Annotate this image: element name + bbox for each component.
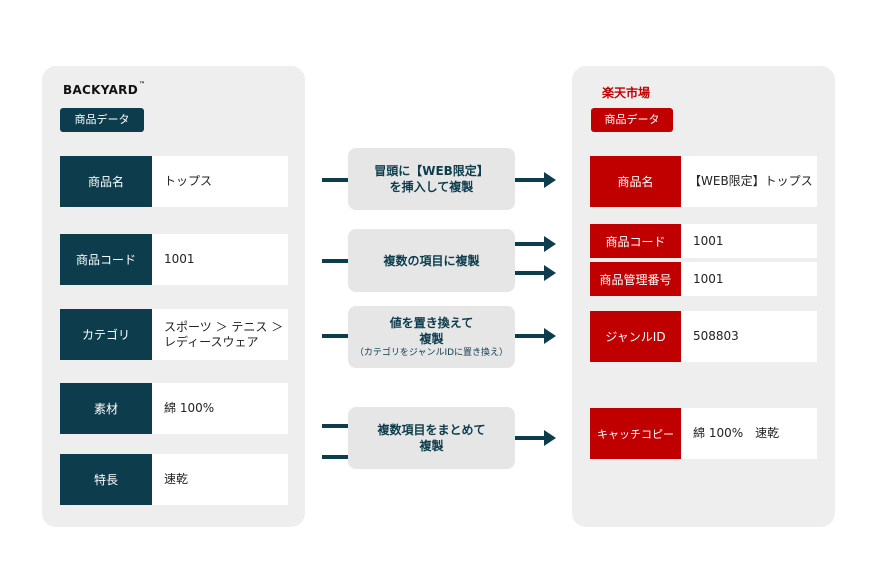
rule-line-1: 複数の項目に複製 (383, 253, 480, 268)
category-line-1: スポーツ ＞ テニス ＞ (164, 319, 284, 334)
left-row-product-name: 商品名 トップス (60, 156, 288, 207)
right-row-product-code: 商品コード 1001 (590, 224, 817, 258)
field-label: 商品名 (590, 156, 681, 207)
rule-line-2: を挿入して複製 (389, 180, 474, 194)
left-row-material: 素材 綿 100% (60, 383, 288, 434)
connector-line (322, 424, 348, 428)
rule-line-2: 複製 (419, 439, 444, 453)
connector-line (322, 455, 348, 459)
field-value: 508803 (681, 311, 817, 362)
field-value: 1001 (152, 234, 288, 285)
field-value: 綿 100% 速乾 (681, 408, 817, 459)
field-value: 速乾 (152, 454, 288, 505)
right-row-product-name: 商品名 【WEB限定】トップス (590, 156, 817, 207)
field-label: 商品名 (60, 156, 152, 207)
field-label: 商品コード (60, 234, 152, 285)
rakuten-logo: 楽天市場 (602, 86, 651, 100)
field-label: カテゴリ (60, 309, 152, 360)
left-row-product-code: 商品コード 1001 (60, 234, 288, 285)
rule-line-2: 複製 (419, 332, 444, 346)
left-row-feature: 特長 速乾 (60, 454, 288, 505)
right-product-data-badge: 商品データ (591, 108, 673, 132)
field-label: ジャンルID (590, 311, 681, 362)
category-line-2: レディースウェア (164, 334, 259, 349)
field-label: 特長 (60, 454, 152, 505)
connector-line (322, 259, 348, 263)
right-row-genre-id: ジャンルID 508803 (590, 311, 817, 362)
left-row-category: カテゴリ スポーツ ＞ テニス ＞ レディースウェア (60, 309, 288, 360)
backyard-panel (42, 66, 305, 527)
connector-line (322, 334, 348, 338)
left-product-data-badge: 商品データ (60, 108, 144, 132)
field-value: トップス (152, 156, 288, 207)
right-row-management-number: 商品管理番号 1001 (590, 262, 817, 296)
field-label: 商品管理番号 (590, 262, 681, 296)
field-value: 【WEB限定】トップス (681, 156, 817, 207)
connector-line (322, 178, 348, 182)
field-label: キャッチコピー (590, 408, 681, 459)
rule-line-1: 値を置き換えて (389, 316, 474, 330)
backyard-logo: BACKYARD™ (63, 81, 146, 97)
rule-copy-to-multiple: 複数の項目に複製 (348, 229, 515, 292)
field-value: 綿 100% (152, 383, 288, 434)
field-value: スポーツ ＞ テニス ＞ レディースウェア (152, 309, 288, 360)
rule-replace-value: 値を置き換えて 複製 （カテゴリをジャンルIDに置き換え） (348, 306, 515, 368)
right-row-catch-copy: キャッチコピー 綿 100% 速乾 (590, 408, 817, 459)
rule-note: （カテゴリをジャンルIDに置き換え） (354, 348, 509, 358)
field-value: 1001 (681, 262, 817, 296)
field-label: 商品コード (590, 224, 681, 258)
rule-line-1: 冒頭に【WEB限定】 (374, 164, 489, 178)
field-value: 1001 (681, 224, 817, 258)
field-label: 素材 (60, 383, 152, 434)
rule-prefix-web-limited: 冒頭に【WEB限定】 を挿入して複製 (348, 148, 515, 210)
rule-line-1: 複数項目をまとめて (377, 423, 486, 437)
rule-merge-fields: 複数項目をまとめて 複製 (348, 407, 515, 469)
